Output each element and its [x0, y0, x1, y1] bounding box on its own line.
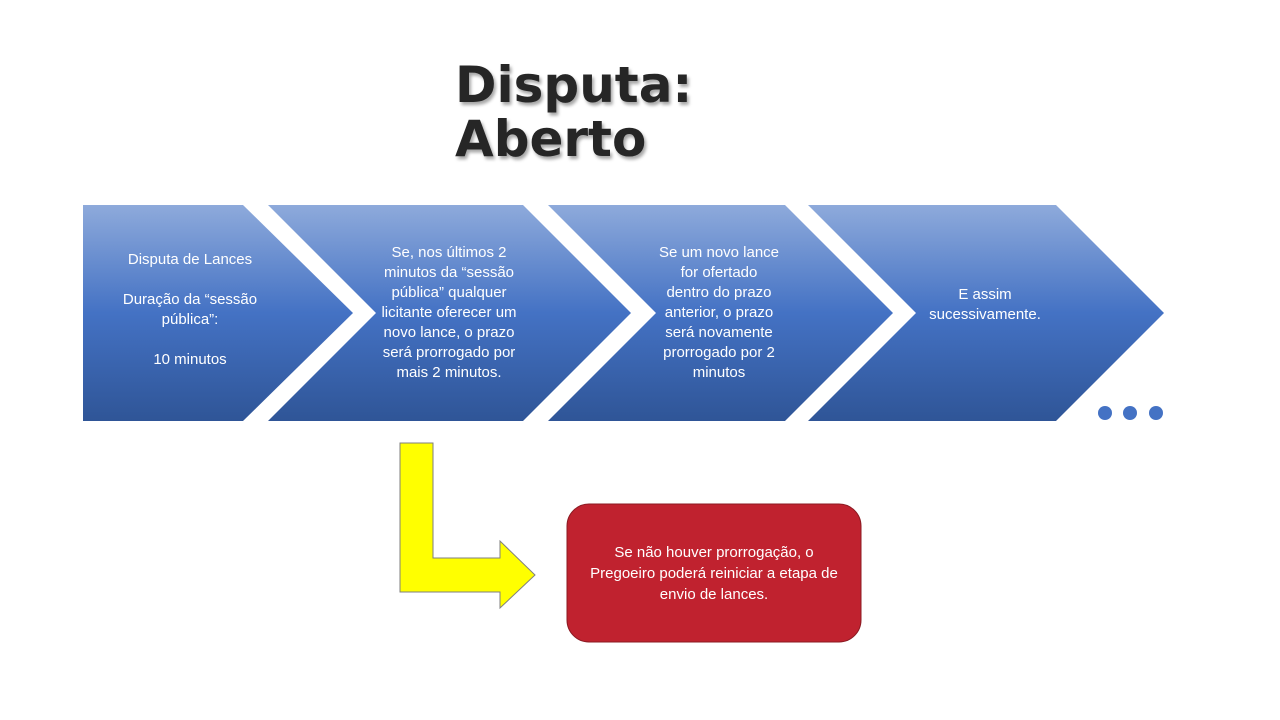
ellipsis-dots: [1098, 406, 1163, 420]
step-4-text: E assim sucessivamente.: [929, 286, 1041, 323]
bent-arrow-icon: [399, 442, 536, 610]
title-line-1: Disputa:: [455, 56, 693, 114]
slide-title: Disputa: Aberto: [455, 58, 692, 166]
step-2-text: Se, nos últimos 2 minutos da “sessão púb…: [381, 244, 517, 381]
title-line-2: Aberto: [455, 110, 647, 168]
ellipsis-dot-1: [1098, 406, 1112, 420]
chevron-step-3: [548, 205, 893, 421]
chevron-step-1: [83, 205, 353, 421]
ellipsis-dot-3: [1149, 406, 1163, 420]
ellipsis-dot-2: [1123, 406, 1137, 420]
chevron-step-2: [268, 205, 631, 421]
step-1-text: Disputa de Lances Duração da “sessão púb…: [122, 251, 258, 368]
note-box: [566, 503, 862, 643]
note-text: Se não houver prorrogação, o Pregoeiro p…: [590, 543, 838, 603]
chevron-step-4: [808, 205, 1164, 421]
step-3-text: Se um novo lance for ofertado dentro do …: [658, 244, 780, 381]
